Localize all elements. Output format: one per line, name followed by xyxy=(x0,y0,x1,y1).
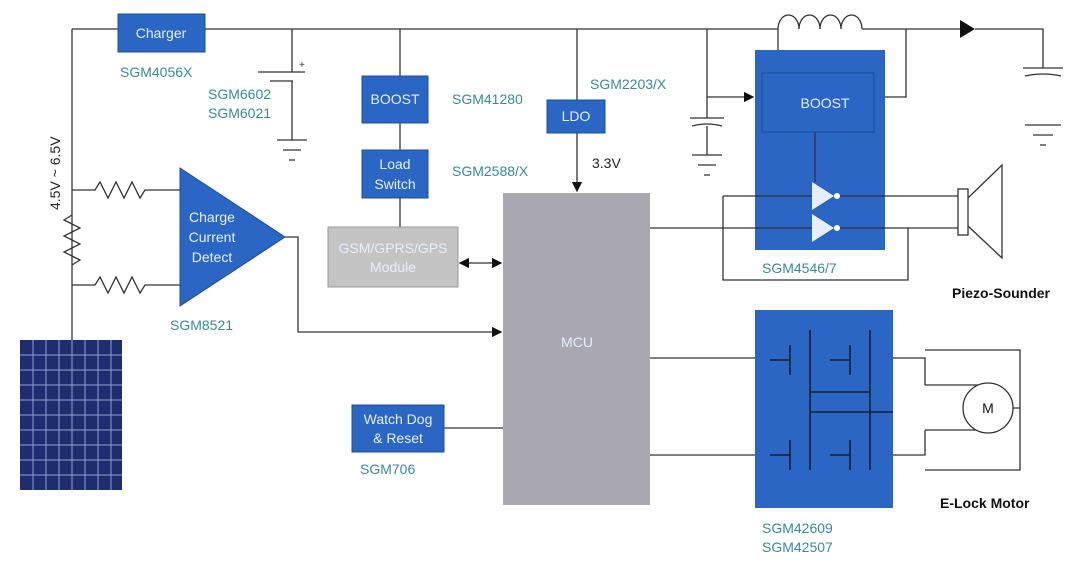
ldo-block: LDO xyxy=(546,99,606,134)
svg-text:+: + xyxy=(299,60,305,71)
battery-part-label: SGM6602 xyxy=(208,86,271,102)
sounder-part-label: SGM4546/7 xyxy=(762,260,837,276)
boost-part-label: SGM41280 xyxy=(452,91,523,107)
detect-part-label: SGM8521 xyxy=(170,317,233,333)
boost-block: BOOST xyxy=(361,75,429,124)
e-lock-motor-label: E-Lock Motor xyxy=(940,495,1030,511)
svg-text:Charge: Charge xyxy=(189,209,235,225)
sounder-driver-block: BOOST xyxy=(650,50,958,281)
ldo-part-label: SGM2203/X xyxy=(590,76,667,92)
battery-part-label: SGM6021 xyxy=(208,105,271,121)
motor-icon: M xyxy=(962,382,1014,434)
bridge-part-label: SGM42609 xyxy=(762,520,833,536)
svg-text:Detect: Detect xyxy=(192,249,233,265)
svg-text:& Reset: & Reset xyxy=(373,430,423,446)
charger-part-label: SGM4056X xyxy=(120,64,193,80)
watchdog-part-label: SGM706 xyxy=(360,461,415,477)
svg-text:BOOST: BOOST xyxy=(800,95,849,111)
svg-text:Module: Module xyxy=(370,259,416,275)
mcu-block: MCU xyxy=(503,193,650,505)
load-switch-part-label: SGM2588/X xyxy=(452,163,529,179)
svg-text:Charger: Charger xyxy=(136,25,187,41)
svg-text:Current: Current xyxy=(189,229,236,245)
speaker-icon xyxy=(957,188,969,236)
svg-text:MCU: MCU xyxy=(561,334,593,350)
solar-panel-icon xyxy=(20,340,122,490)
gsm-module-block: GSM/GPRS/GPS Module xyxy=(327,226,459,288)
svg-text:BOOST: BOOST xyxy=(370,91,419,107)
watchdog-block: Watch Dog & Reset xyxy=(351,404,445,453)
svg-text:Load: Load xyxy=(379,156,410,172)
bridge-part-label: SGM42507 xyxy=(762,539,833,555)
svg-text:Watch Dog: Watch Dog xyxy=(364,411,433,427)
charger-block: Charger xyxy=(117,13,206,53)
svg-text:M: M xyxy=(982,400,994,416)
input-range-label: 4.5V ~ 6.5V xyxy=(47,136,63,210)
svg-text:GSM/GPRS/GPS: GSM/GPRS/GPS xyxy=(339,240,448,256)
h-bridge-block xyxy=(755,310,893,508)
ldo-voltage-label: 3.3V xyxy=(592,155,621,171)
piezo-sounder-label: Piezo-Sounder xyxy=(952,285,1051,301)
svg-text:LDO: LDO xyxy=(562,108,591,124)
diode-icon xyxy=(960,20,975,38)
svg-text:Switch: Switch xyxy=(374,176,415,192)
